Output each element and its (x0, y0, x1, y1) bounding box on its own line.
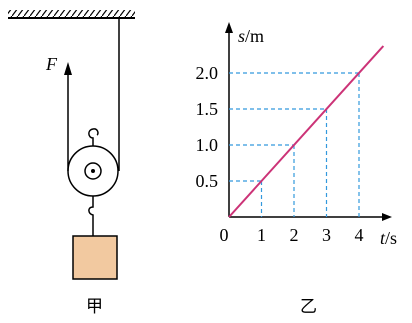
force-label: F (45, 54, 58, 74)
pulley-top-hook (88, 128, 99, 146)
load-block (72, 235, 118, 280)
tick-labels: 1 2 3 4 0.5 1.0 1.5 2.0 (196, 63, 364, 245)
x-tick-label: 3 (322, 225, 331, 245)
data-line (228, 45, 385, 218)
load-hook (88, 196, 94, 236)
y-tick-label: 1.5 (196, 99, 219, 119)
guide-lines (229, 72, 360, 217)
x-axis-label: t/s (380, 228, 397, 248)
st-graph: s/m t/s 0 1 2 3 4 0.5 1.0 1.5 2.0 乙 (196, 22, 397, 316)
x-tick-label: 1 (257, 225, 266, 245)
x-axis-arrow (382, 213, 392, 221)
x-tick-label: 2 (290, 225, 299, 245)
force-arrow-head (64, 62, 72, 75)
y-tick-label: 1.0 (196, 135, 219, 155)
y-tick-label: 0.5 (196, 171, 219, 191)
pulley-inner (84, 162, 102, 180)
ceiling (8, 10, 135, 17)
caption-yi: 乙 (300, 297, 317, 316)
x-tick-label: 4 (355, 225, 364, 245)
y-tick-label: 2.0 (196, 63, 219, 83)
caption-jia: 甲 (86, 297, 103, 316)
y-axis-arrow (225, 22, 233, 33)
pulley-figure: F 甲 (8, 10, 135, 316)
origin-label: 0 (220, 225, 229, 245)
y-axis-label: s/m (238, 26, 264, 46)
pulley-axle (91, 169, 95, 173)
